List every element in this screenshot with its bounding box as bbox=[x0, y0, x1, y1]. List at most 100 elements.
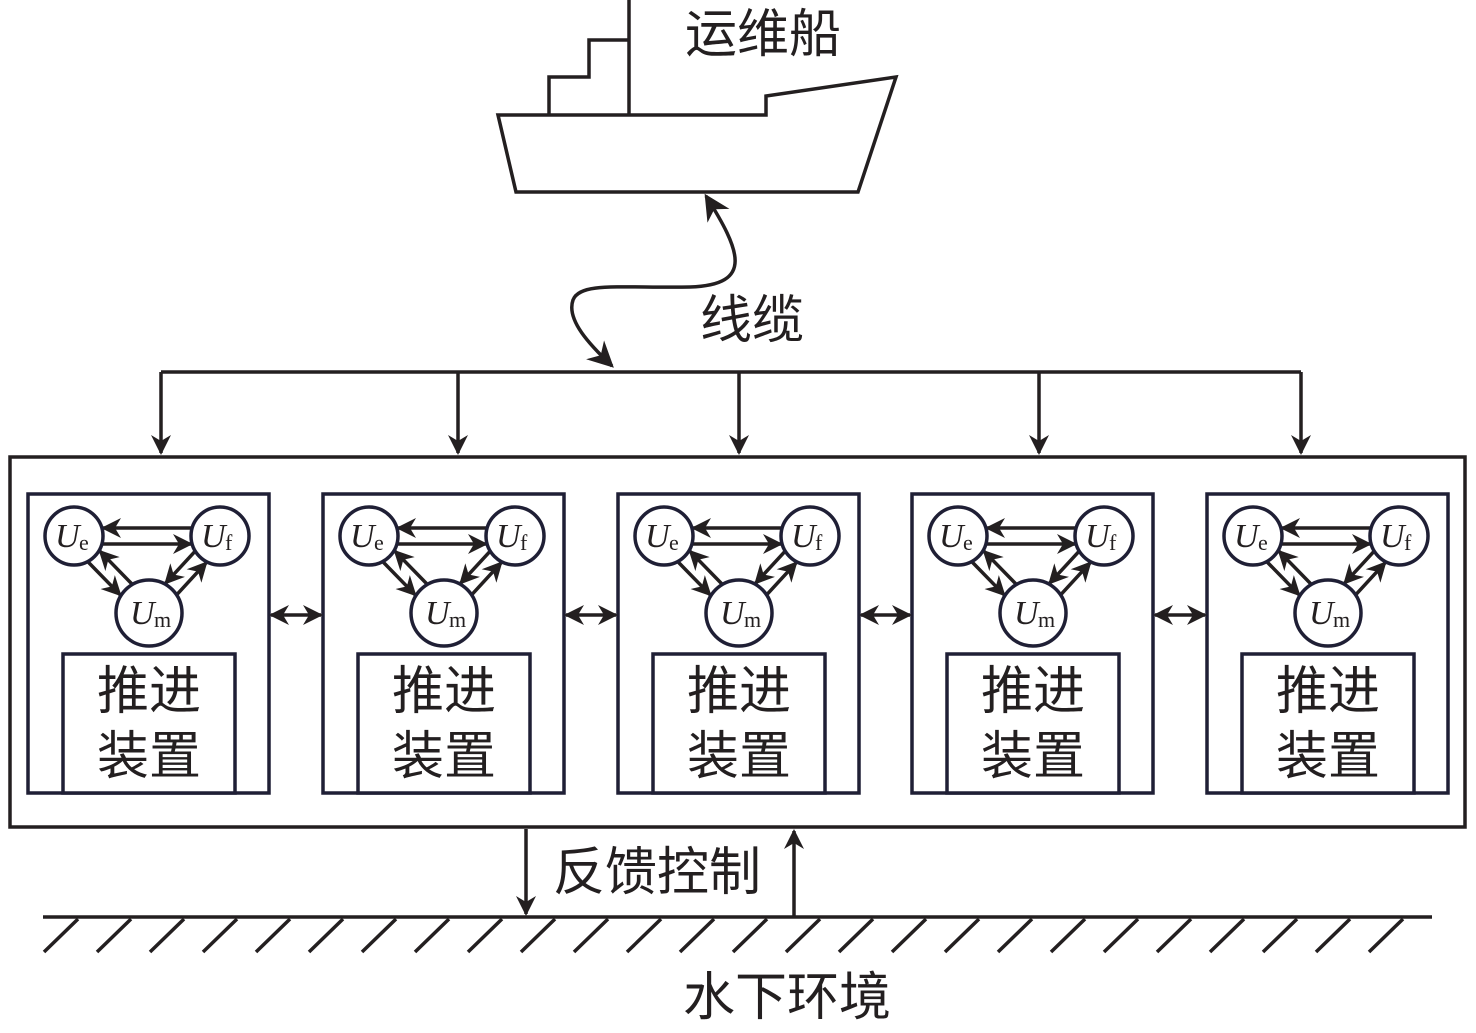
node-subscript: e bbox=[79, 530, 89, 555]
hatch-mark bbox=[201, 917, 239, 954]
node-circle bbox=[409, 578, 479, 648]
energy-flow-edges bbox=[1266, 518, 1387, 597]
ship-icon bbox=[495, 0, 899, 194]
hatch-mark bbox=[1155, 917, 1193, 954]
node-subscript: m bbox=[154, 607, 171, 632]
hatch-mark bbox=[731, 917, 769, 954]
hatch-mark bbox=[943, 917, 981, 954]
node-symbol: U bbox=[350, 518, 377, 555]
node-symbol: U bbox=[55, 518, 82, 555]
node-subscript: m bbox=[449, 607, 466, 632]
node-circle bbox=[704, 578, 774, 648]
hatch-mark bbox=[1049, 917, 1087, 954]
node-symbol: U bbox=[1380, 518, 1407, 555]
edge-f-to-m bbox=[754, 550, 786, 585]
device-label-line2: 装置 bbox=[687, 727, 791, 787]
hatch-mark bbox=[678, 917, 716, 954]
hatch-mark bbox=[1102, 917, 1140, 954]
node-symbol: U bbox=[1085, 518, 1112, 555]
edge-e-to-m bbox=[87, 561, 122, 597]
edge-m-to-f bbox=[470, 561, 503, 596]
node-symbol: U bbox=[1014, 595, 1041, 632]
node-circle bbox=[927, 505, 989, 567]
device-frame bbox=[945, 652, 1121, 795]
device-frame bbox=[1240, 652, 1416, 795]
edge-e-to-m bbox=[971, 561, 1006, 597]
hatch-mark bbox=[466, 917, 504, 954]
device-label-line1: 推进 bbox=[392, 662, 496, 722]
edge-m-to-e bbox=[1277, 549, 1312, 585]
device-label-line1: 推进 bbox=[687, 662, 791, 722]
node-circle bbox=[1293, 578, 1363, 648]
node-subscript: m bbox=[1333, 607, 1350, 632]
edge-m-to-f bbox=[765, 561, 798, 596]
hatch-mark bbox=[572, 917, 610, 954]
hatch-mark bbox=[1367, 917, 1405, 954]
node-symbol: U bbox=[130, 595, 157, 632]
edge-m-to-f bbox=[175, 561, 208, 596]
device-frame bbox=[61, 652, 237, 795]
node-subscript: m bbox=[744, 607, 761, 632]
node-symbol: U bbox=[201, 518, 228, 555]
hatch-mark bbox=[95, 917, 133, 954]
ship-label: 运维船 bbox=[685, 5, 841, 65]
environment-label: 水下环境 bbox=[683, 968, 891, 1028]
hatch-mark bbox=[890, 917, 928, 954]
node-subscript: e bbox=[963, 530, 973, 555]
node-subscript: m bbox=[1038, 607, 1055, 632]
hatch-mark bbox=[625, 917, 663, 954]
edge-e-to-m bbox=[1266, 561, 1301, 597]
node-symbol: U bbox=[939, 518, 966, 555]
hatch-mark bbox=[307, 917, 345, 954]
hatch-mark bbox=[837, 917, 875, 954]
node-subscript: e bbox=[374, 530, 384, 555]
energy-flow-edges bbox=[87, 518, 208, 597]
edge-m-to-e bbox=[688, 549, 723, 585]
edge-m-to-e bbox=[393, 549, 428, 585]
hatch-mark bbox=[42, 917, 80, 954]
hatch-mark bbox=[1261, 917, 1299, 954]
node-circle bbox=[484, 505, 546, 567]
device-frame bbox=[356, 652, 532, 795]
device-frame bbox=[651, 652, 827, 795]
hatch-mark bbox=[148, 917, 186, 954]
node-circle bbox=[1222, 505, 1284, 567]
node-subscript: f bbox=[1404, 530, 1412, 555]
edge-m-to-f bbox=[1354, 561, 1387, 596]
node-symbol: U bbox=[791, 518, 818, 555]
cable-label: 线缆 bbox=[700, 291, 804, 351]
device-label-line1: 推进 bbox=[981, 662, 1085, 722]
seabed-hatching bbox=[42, 917, 1405, 954]
device-label-line1: 推进 bbox=[1276, 662, 1380, 722]
node-symbol: U bbox=[645, 518, 672, 555]
device-label-line2: 装置 bbox=[1276, 727, 1380, 787]
edge-e-to-m bbox=[382, 561, 417, 597]
edge-f-to-m bbox=[459, 550, 491, 585]
energy-flow-edges bbox=[971, 518, 1092, 597]
energy-flow-edges bbox=[677, 518, 798, 597]
hatch-mark bbox=[360, 917, 398, 954]
device-label-line1: 推进 bbox=[97, 662, 201, 722]
node-symbol: U bbox=[1309, 595, 1336, 632]
